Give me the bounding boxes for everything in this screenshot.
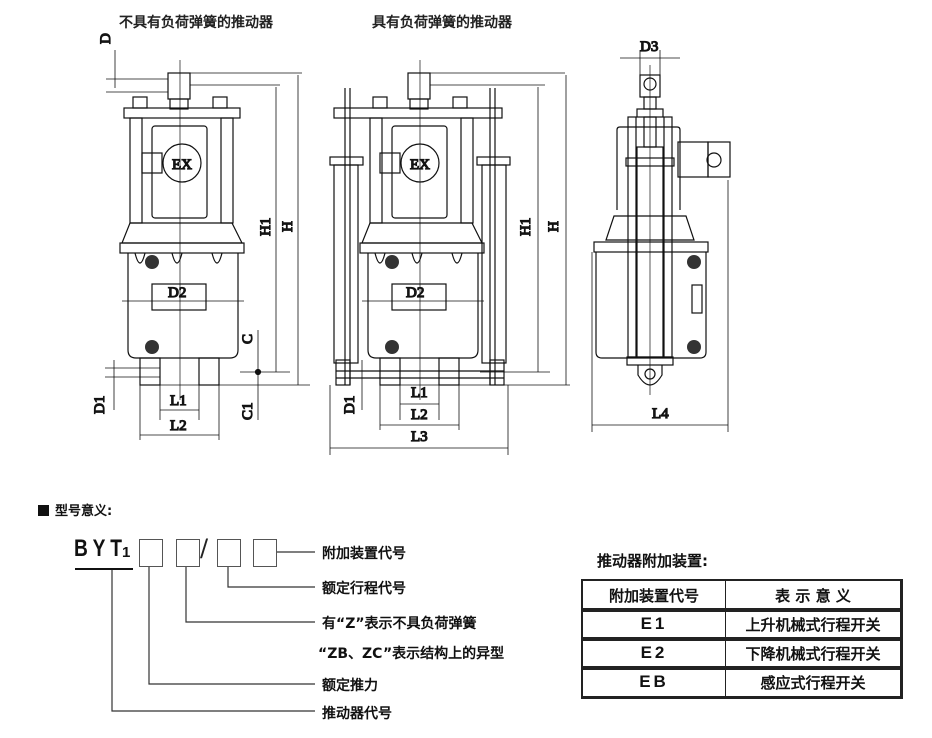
dim-label-l1: L1 bbox=[411, 385, 428, 401]
drawing-with-load-spring bbox=[329, 60, 570, 455]
model-meaning-heading-text: 型号意义: bbox=[55, 504, 113, 519]
code-underline bbox=[75, 568, 133, 570]
dim-label-h1: H1 bbox=[518, 218, 534, 236]
code-box-accessory bbox=[253, 539, 277, 567]
code-subscript: 1 bbox=[122, 544, 131, 561]
top-plate bbox=[333, 107, 503, 119]
top-plate bbox=[123, 107, 241, 119]
table-row: E1 上升机械式行程开关 bbox=[580, 607, 903, 641]
table-header-row: 附加装置代号 表 示 意 义 bbox=[580, 578, 903, 612]
dim-label-l1: L1 bbox=[170, 393, 187, 409]
code-box-thrust bbox=[139, 539, 163, 567]
drawing-side-view bbox=[591, 50, 731, 432]
label-actuator-code: 推动器代号 bbox=[322, 706, 392, 722]
table-header-code: 附加装置代号 bbox=[582, 580, 726, 610]
dim-label-d3: D3 bbox=[640, 39, 658, 55]
label-rated-stroke-code: 额定行程代号 bbox=[322, 581, 406, 597]
code-box-stroke bbox=[217, 539, 241, 567]
technical-drawings: EX EX D D2 H1 H C C1 D1 L1 L2 D2 H1 H D1… bbox=[91, 32, 731, 455]
label-z-meaning: 有“Z”表示不具负荷弹簧 bbox=[322, 616, 477, 632]
table-cell-code: EB bbox=[582, 667, 726, 697]
table-cell-meaning: 上升机械式行程开关 bbox=[725, 609, 901, 639]
dim-label-h1: H1 bbox=[258, 218, 274, 236]
dim-label-d2: D2 bbox=[168, 285, 186, 301]
label-zb-zc-meaning: “ZB、ZC”表示结构上的异型 bbox=[318, 646, 505, 662]
code-box-spring bbox=[176, 539, 200, 567]
dim-label-h: H bbox=[546, 221, 562, 232]
table-cell-code: E2 bbox=[582, 638, 726, 668]
nameplate bbox=[151, 283, 207, 311]
table-header-meaning: 表 示 意 义 bbox=[725, 580, 901, 610]
table-row: E2 下降机械式行程开关 bbox=[580, 636, 903, 670]
dim-label-c1: C1 bbox=[240, 402, 256, 420]
ex-junction-box bbox=[162, 143, 202, 183]
code-prefix: BYT bbox=[74, 535, 127, 562]
table-row: EB 感应式行程开关 bbox=[580, 665, 903, 699]
left-drawing-title: 不具有负荷弹簧的推动器 bbox=[119, 15, 273, 31]
square-bullet-icon bbox=[38, 505, 49, 516]
label-rated-thrust: 额定推力 bbox=[322, 678, 378, 694]
dim-label-l2: L2 bbox=[411, 407, 428, 423]
dim-label-l4: L4 bbox=[652, 406, 669, 422]
dim-label-l2: L2 bbox=[170, 418, 187, 434]
model-meaning-heading: 型号意义: bbox=[38, 500, 112, 519]
ex-mark: EX bbox=[410, 157, 430, 173]
dim-label-l3: L3 bbox=[411, 429, 428, 445]
drawing-without-load-spring bbox=[105, 50, 310, 440]
dim-label-d: D bbox=[98, 33, 114, 44]
dim-label-d2: D2 bbox=[406, 285, 424, 301]
accessory-table: 附加装置代号 表 示 意 义 E1 上升机械式行程开关 E2 下降机械式行程开关… bbox=[580, 578, 903, 699]
ex-mark: EX bbox=[172, 157, 192, 173]
dim-label-h: H bbox=[280, 221, 296, 232]
middle-drawing-title: 具有负荷弹簧的推动器 bbox=[372, 15, 512, 31]
accessory-table-title: 推动器附加装置: bbox=[597, 552, 708, 570]
dim-label-d1: D1 bbox=[92, 396, 108, 414]
label-accessory-code: 附加装置代号 bbox=[322, 546, 406, 562]
table-cell-meaning: 感应式行程开关 bbox=[725, 667, 901, 697]
dim-label-d1: D1 bbox=[342, 396, 358, 414]
code-slash: / bbox=[200, 534, 209, 562]
table-cell-meaning: 下降机械式行程开关 bbox=[725, 638, 901, 668]
dim-label-c: C bbox=[240, 334, 256, 344]
table-cell-code: E1 bbox=[582, 609, 726, 639]
